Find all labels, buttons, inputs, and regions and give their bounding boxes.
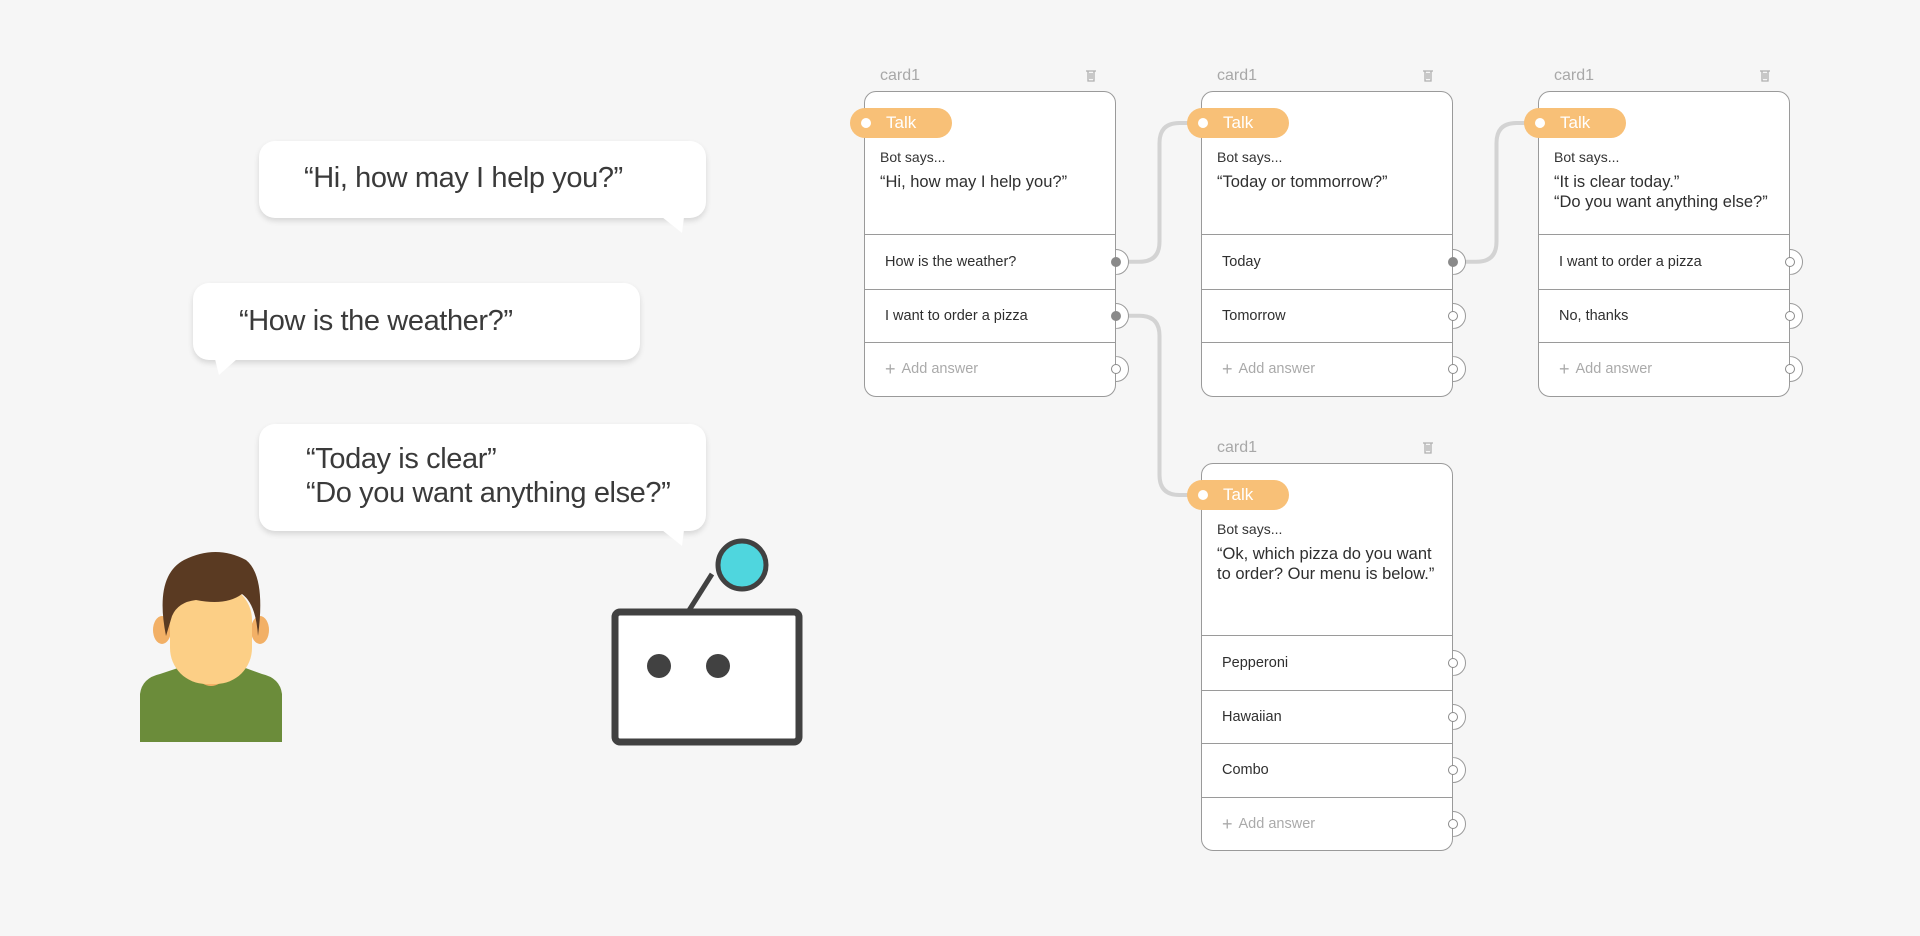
answer-text[interactable]: How is the weather? xyxy=(885,253,1017,270)
trash-icon[interactable] xyxy=(1759,69,1771,82)
add-answer-button[interactable]: + Add answer xyxy=(1202,796,1466,851)
answer-text[interactable]: I want to order a pizza xyxy=(1559,253,1702,270)
answer-row[interactable]: No, thanks xyxy=(1539,288,1803,343)
trash-icon[interactable] xyxy=(1422,441,1434,454)
add-answer-label: Add answer xyxy=(1575,361,1653,378)
answer-text[interactable]: Hawaiian xyxy=(1222,708,1282,725)
connector-dot[interactable] xyxy=(1448,765,1458,776)
connector-line xyxy=(1453,121,1540,264)
card-title: card1 xyxy=(1554,67,1595,84)
answer-text[interactable]: Tomorrow xyxy=(1222,307,1286,324)
card-title: card1 xyxy=(1217,67,1258,84)
talk-tag-label: Talk xyxy=(1223,485,1254,504)
answer-row[interactable]: Combo xyxy=(1202,743,1466,797)
tag-dot-icon xyxy=(861,118,871,128)
connector-dot[interactable] xyxy=(1448,711,1458,722)
bubble-tail xyxy=(662,217,684,233)
bot-message[interactable]: “It is clear today.” “Do you want anythi… xyxy=(1554,173,1768,211)
plus-icon: + xyxy=(1559,359,1570,380)
add-answer-label: Add answer xyxy=(1238,815,1316,832)
talk-card[interactable]: Talk Bot says... “Today or tommorrow?” T… xyxy=(1187,91,1466,397)
bubble-text: “How is the weather?” xyxy=(239,305,513,337)
add-answer-label: Add answer xyxy=(1238,361,1316,378)
plus-icon: + xyxy=(885,359,896,380)
connector-dot[interactable] xyxy=(1785,364,1795,375)
bubble-text: “Today is clear” “Do you want anything e… xyxy=(306,443,671,509)
add-answer-button[interactable]: + Add answer xyxy=(865,342,1129,396)
answer-row[interactable]: Today xyxy=(1202,235,1466,289)
answer-row[interactable]: I want to order a pizza xyxy=(1539,235,1803,289)
bot-message[interactable]: “Ok, which pizza do you want to order? O… xyxy=(1217,545,1435,583)
bot-message[interactable]: “Hi, how may I help you?” xyxy=(880,173,1068,191)
connector-line xyxy=(1116,313,1203,497)
trash-icon[interactable] xyxy=(1085,69,1097,82)
plus-icon: + xyxy=(1222,359,1233,380)
talk-tag: Talk xyxy=(1187,480,1289,510)
bot-says-label: Bot says... xyxy=(1554,149,1620,165)
connector-dot[interactable] xyxy=(1448,256,1458,267)
talk-tag: Talk xyxy=(850,108,952,138)
bubble-tail xyxy=(215,359,237,375)
bubble-tail xyxy=(662,530,684,546)
answer-row[interactable]: Hawaiian xyxy=(1202,689,1466,744)
answer-row[interactable]: I want to order a pizza xyxy=(865,288,1129,343)
connector-dot[interactable] xyxy=(1785,256,1795,267)
talk-tag: Talk xyxy=(1187,108,1289,138)
bot-message[interactable]: “Today or tommorrow?” xyxy=(1217,173,1388,191)
tag-dot-icon xyxy=(1198,118,1208,128)
talk-tag-label: Talk xyxy=(886,113,917,132)
answer-text[interactable]: Today xyxy=(1222,253,1261,270)
bubble-text: “Hi, how may I help you?” xyxy=(304,162,623,194)
answer-row[interactable]: How is the weather? xyxy=(865,235,1129,289)
bot-says-label: Bot says... xyxy=(1217,521,1283,537)
answer-row[interactable]: Pepperoni xyxy=(1202,636,1466,690)
add-answer-label: Add answer xyxy=(901,361,979,378)
talk-card[interactable]: Talk Bot says... “Hi, how may I help you… xyxy=(850,91,1129,397)
tag-dot-icon xyxy=(1198,490,1208,500)
plus-icon: + xyxy=(1222,813,1233,834)
talk-tag-label: Talk xyxy=(1560,113,1591,132)
robot-icon xyxy=(611,538,803,746)
answer-text[interactable]: I want to order a pizza xyxy=(885,307,1028,324)
bot-speech-bubble: “Today is clear” “Do you want anything e… xyxy=(259,424,706,546)
bot-says-label: Bot says... xyxy=(1217,149,1283,165)
connector-dot[interactable] xyxy=(1448,657,1458,668)
talk-tag-label: Talk xyxy=(1223,113,1254,132)
bot-says-label: Bot says... xyxy=(880,149,946,165)
card-title: card1 xyxy=(880,67,921,84)
answer-text[interactable]: Combo xyxy=(1222,762,1269,779)
answer-text[interactable]: Pepperoni xyxy=(1222,654,1289,671)
bot-speech-bubble: “Hi, how may I help you?” xyxy=(259,141,706,233)
answer-row[interactable]: Tomorrow xyxy=(1202,288,1466,343)
add-answer-button[interactable]: + Add answer xyxy=(1539,342,1803,396)
person-avatar-icon xyxy=(140,552,282,742)
talk-card[interactable]: Talk Bot says... “Ok, which pizza do you… xyxy=(1187,463,1466,851)
answer-text[interactable]: No, thanks xyxy=(1559,307,1629,324)
tag-dot-icon xyxy=(1535,118,1545,128)
connector-dot[interactable] xyxy=(1111,256,1121,267)
connector-dot[interactable] xyxy=(1111,364,1121,375)
connector-dot[interactable] xyxy=(1785,310,1795,321)
connector-dot[interactable] xyxy=(1448,364,1458,375)
connector-dot[interactable] xyxy=(1448,310,1458,321)
talk-card[interactable]: Talk Bot says... “It is clear today.” “D… xyxy=(1524,91,1803,397)
user-speech-bubble: “How is the weather?” xyxy=(193,283,640,375)
card-title: card1 xyxy=(1217,439,1258,456)
connector-dot[interactable] xyxy=(1448,818,1458,829)
add-answer-button[interactable]: + Add answer xyxy=(1202,342,1466,396)
connector-dot[interactable] xyxy=(1111,310,1121,321)
talk-tag: Talk xyxy=(1524,108,1626,138)
connector-line xyxy=(1116,121,1203,264)
trash-icon[interactable] xyxy=(1422,69,1434,82)
